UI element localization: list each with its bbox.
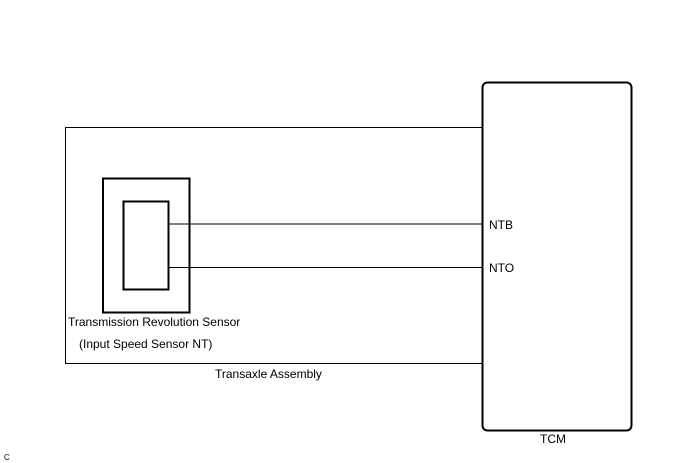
- assembly-label: Transaxle Assembly: [215, 367, 322, 381]
- sensor-element: [122, 200, 170, 291]
- sensor-label-line2: (Input Speed Sensor NT): [79, 337, 212, 351]
- corner-code: C: [4, 453, 10, 462]
- tcm-label: TCM: [540, 432, 566, 446]
- sensor-label-line1: Transmission Revolution Sensor: [68, 315, 240, 329]
- pin-label-ntb: NTB: [489, 218, 513, 232]
- pin-label-nto: NTO: [489, 261, 514, 275]
- tcm-box: [481, 81, 633, 432]
